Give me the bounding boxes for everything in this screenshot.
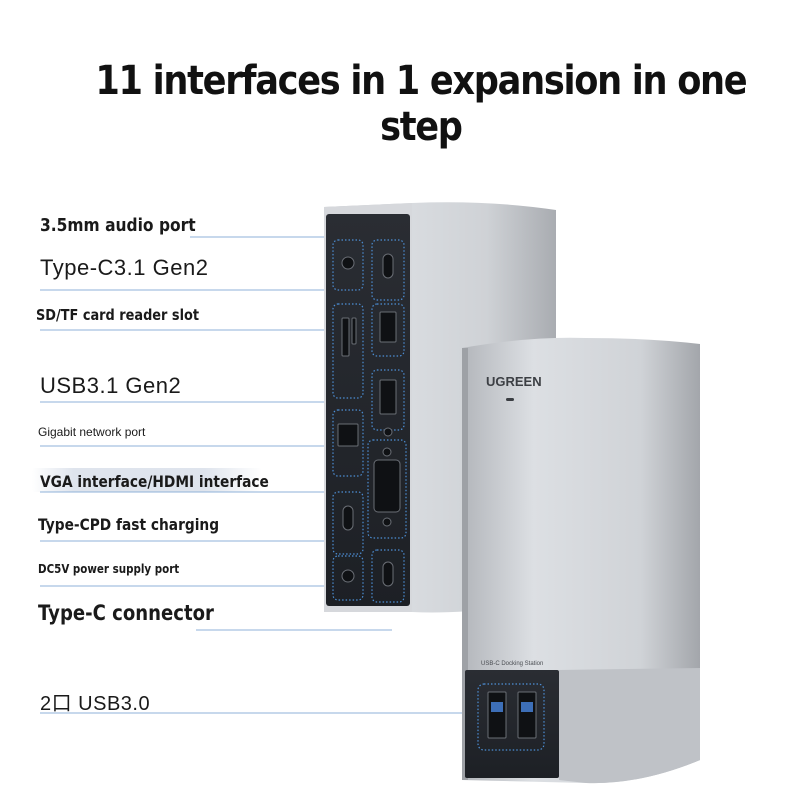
- usb30-port-2: [517, 691, 537, 739]
- vga-screw-bottom: [382, 517, 392, 527]
- vga-label-highlight: [32, 468, 262, 492]
- headline: 11 interfaces in 1 expansion in one step: [95, 58, 747, 150]
- rj45-port: [337, 423, 359, 447]
- port-outline-pd: [332, 491, 364, 555]
- label-audio-port: 3.5mm audio port: [40, 215, 196, 236]
- port-outline-typec31: [371, 239, 405, 301]
- label-pd-charging: Type-CPD fast charging: [38, 515, 220, 534]
- rear-ports: [332, 239, 407, 603]
- front-ports: [477, 683, 545, 751]
- label-gigabit-port: Gigabit network port: [38, 425, 146, 439]
- port-outline-usb31: [371, 303, 405, 357]
- dc-jack: [341, 569, 355, 583]
- port-outline-connector: [371, 549, 405, 603]
- usb30-port-1: [487, 691, 507, 739]
- usb31-port: [379, 311, 397, 343]
- label-usb30: 2口 USB3.0: [40, 693, 151, 715]
- label-sd-reader: SD/TF card reader slot: [36, 306, 200, 324]
- pd-port: [342, 505, 354, 531]
- label-dc-power: DC5V power supply port: [38, 562, 180, 576]
- audio-jack: [341, 256, 355, 270]
- label-usb31: USB3.1 Gen2: [40, 373, 182, 398]
- port-outline-audio: [332, 239, 364, 291]
- label-typec-31: Type-C3.1 Gen2: [40, 255, 209, 280]
- sd-slot: [341, 317, 350, 357]
- typec31-port: [382, 253, 394, 279]
- hdmi-screw: [383, 427, 393, 437]
- hdmi-port: [379, 379, 397, 415]
- tf-slot: [351, 317, 357, 345]
- vga-port: [373, 459, 401, 513]
- brand-logo: UGREEN: [486, 374, 542, 389]
- model-label: USB-C Docking Station: [481, 661, 543, 667]
- label-vga-hdmi: VGA interface/HDMI interface: [40, 472, 269, 491]
- rear-port-shapes: [337, 253, 401, 587]
- port-outline-vga: [367, 439, 407, 539]
- label-typec-connector: Type-C connector: [38, 601, 214, 625]
- connector-port: [382, 561, 394, 587]
- vga-screw-top: [382, 447, 392, 457]
